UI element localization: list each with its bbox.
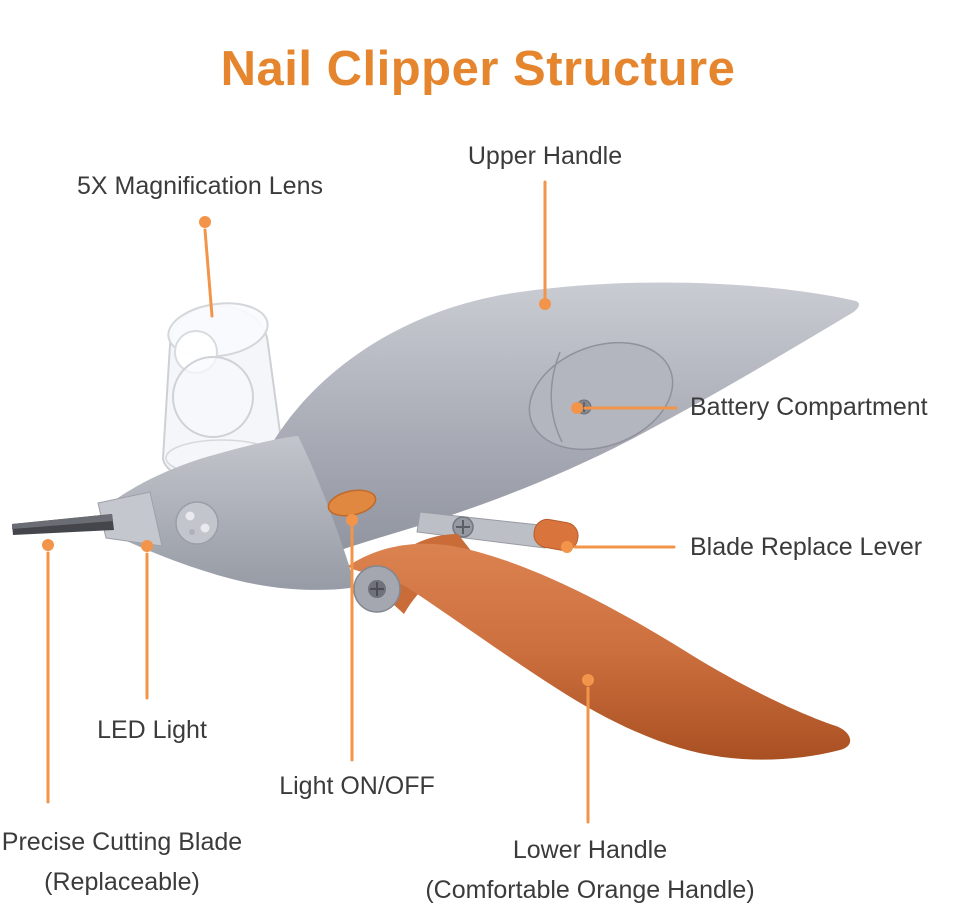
label-lower-handle: Lower Handle (Comfortable Orange Handle) <box>425 830 754 910</box>
label-lower-handle-line2: (Comfortable Orange Handle) <box>425 876 755 904</box>
led-light-shape <box>175 501 219 545</box>
blade-replace-lever-shape <box>416 511 579 552</box>
dot-lower-handle <box>582 674 594 686</box>
label-battery-compartment: Battery Compartment <box>690 393 928 421</box>
label-cutting-blade: Precise Cutting Blade (Replaceable) <box>2 822 242 902</box>
dot-cutting-blade <box>42 539 54 551</box>
clipper-head-shape <box>101 436 353 590</box>
leader-magnification-lens <box>203 228 214 318</box>
cutting-blade-shape <box>12 491 163 547</box>
dot-magnification-lens <box>199 216 211 228</box>
label-magnification-lens: 5X Magnification Lens <box>77 172 323 200</box>
page-title: Nail Clipper Structure <box>220 41 736 96</box>
label-led-light: LED Light <box>97 716 207 744</box>
dot-light-switch <box>346 514 358 526</box>
label-blade-replace-lever: Blade Replace Lever <box>690 533 923 561</box>
label-lower-handle-line1: Lower Handle <box>512 836 668 864</box>
lower-handle-shape <box>348 534 851 760</box>
dot-upper-handle <box>539 298 551 310</box>
label-upper-handle: Upper Handle <box>467 142 623 170</box>
label-cutting-blade-line1: Precise Cutting Blade <box>1 828 243 856</box>
label-light-switch: Light ON/OFF <box>279 772 435 800</box>
dot-battery-compartment <box>571 402 583 414</box>
leader-lines <box>42 180 678 824</box>
dot-led-light <box>141 540 153 552</box>
dot-blade-replace-lever <box>561 541 573 553</box>
label-cutting-blade-line2: (Replaceable) <box>44 868 200 896</box>
magnification-lens-shape <box>161 302 286 488</box>
pivot-screw <box>353 565 401 613</box>
